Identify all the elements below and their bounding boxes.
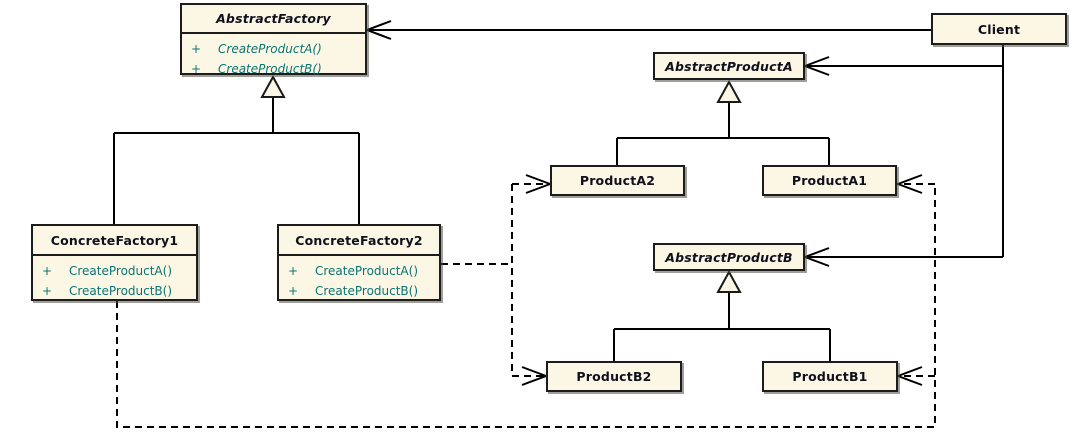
open-arrowhead-icon xyxy=(802,247,830,267)
class-title: AbstractFactory xyxy=(182,5,365,34)
method-compartment: + CreateProductA() + CreateProductB() xyxy=(279,256,439,301)
dependency-concretefactory2-creates xyxy=(441,174,553,386)
visibility-plus: + xyxy=(190,42,202,56)
class-title: Client xyxy=(977,21,1021,37)
visibility-plus: + xyxy=(287,264,299,278)
method-create-product-b: + CreateProductB() xyxy=(182,59,365,79)
class-product-b2: ProductB2 xyxy=(546,361,682,392)
class-abstract-factory: AbstractFactory + CreateProductA() + Cre… xyxy=(180,3,367,76)
generalization-factories xyxy=(113,74,360,224)
visibility-plus: + xyxy=(190,62,202,76)
class-title: ConcreteFactory1 xyxy=(33,226,196,256)
method-create-product-b: + CreateProductB() xyxy=(279,281,439,301)
class-concrete-factory2: ConcreteFactory2 + CreateProductA() + Cr… xyxy=(277,224,441,301)
open-arrowhead-icon xyxy=(802,56,830,76)
method-create-product-a: + CreateProductA() xyxy=(182,39,365,59)
method-signature: CreateProductB() xyxy=(315,284,419,298)
method-compartment: + CreateProductA() + CreateProductB() xyxy=(33,256,196,301)
class-title: AbstractProductA xyxy=(665,58,793,74)
class-product-b1: ProductB1 xyxy=(762,361,898,392)
method-compartment: + CreateProductA() + CreateProductB() xyxy=(182,34,365,79)
open-arrowhead-icon xyxy=(895,174,923,194)
visibility-plus: + xyxy=(287,284,299,298)
class-client: Client xyxy=(931,13,1067,45)
generalization-triangle-icon xyxy=(260,74,286,98)
class-abstract-product-a: AbstractProductA xyxy=(653,52,805,80)
class-title: ProductB1 xyxy=(792,369,868,384)
class-product-a1: ProductA1 xyxy=(762,165,897,196)
method-create-product-b: + CreateProductB() xyxy=(33,281,196,301)
method-signature: CreateProductB() xyxy=(69,284,173,298)
class-title: ProductB2 xyxy=(576,369,652,384)
class-product-a2: ProductA2 xyxy=(550,165,685,196)
association-client-abstractproducts xyxy=(802,45,1004,267)
class-title: AbstractProductB xyxy=(665,249,793,265)
open-arrowhead-icon xyxy=(364,20,392,40)
generalization-products-b xyxy=(613,269,831,361)
generalization-triangle-icon xyxy=(716,79,742,103)
visibility-plus: + xyxy=(41,284,53,298)
method-create-product-a: + CreateProductA() xyxy=(279,261,439,281)
method-signature: CreateProductB() xyxy=(218,62,322,76)
generalization-products-a xyxy=(616,79,830,165)
visibility-plus: + xyxy=(41,264,53,278)
association-client-abstractfactory xyxy=(364,20,931,40)
class-concrete-factory1: ConcreteFactory1 + CreateProductA() + Cr… xyxy=(31,224,198,301)
class-abstract-product-b: AbstractProductB xyxy=(653,243,805,271)
method-signature: CreateProductA() xyxy=(315,264,419,278)
class-title: ProductA1 xyxy=(791,173,868,188)
method-signature: CreateProductA() xyxy=(218,42,322,56)
method-create-product-a: + CreateProductA() xyxy=(33,261,196,281)
open-arrowhead-icon xyxy=(895,366,923,386)
class-title: ProductA2 xyxy=(579,173,656,188)
class-title: ConcreteFactory2 xyxy=(279,226,439,256)
generalization-triangle-icon xyxy=(716,269,742,293)
method-signature: CreateProductA() xyxy=(69,264,173,278)
dependency-concretefactory1-creates xyxy=(116,174,936,428)
